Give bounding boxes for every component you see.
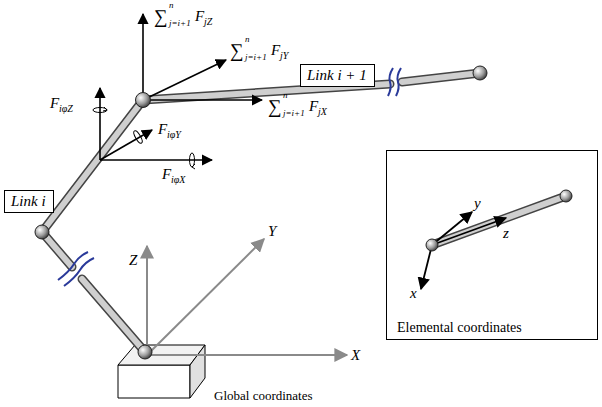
link-label-box: Link i + 1 bbox=[300, 64, 375, 87]
upper-limit: n bbox=[283, 91, 288, 100]
base-block bbox=[118, 345, 205, 398]
summation-sign: ∑ bbox=[230, 41, 244, 60]
moment-subscript: iφZ bbox=[59, 104, 73, 114]
lower-limit: j=i+1 bbox=[169, 19, 191, 28]
force-subscript: jY bbox=[280, 51, 288, 61]
elemental-axes bbox=[421, 212, 506, 289]
moment-symbol: F bbox=[158, 122, 167, 137]
moment-arrows bbox=[93, 88, 212, 169]
lower-limit: j=i+1 bbox=[283, 109, 305, 118]
upper-limit: n bbox=[245, 35, 250, 44]
global-axes bbox=[147, 239, 347, 355]
force-arrows bbox=[143, 14, 262, 100]
elemental-link bbox=[432, 196, 566, 245]
axis-label: y bbox=[474, 196, 481, 211]
force-subscript: jX bbox=[318, 107, 327, 117]
axis-label: Z bbox=[129, 253, 137, 268]
axis-label: x bbox=[410, 286, 417, 301]
axis-label: z bbox=[503, 226, 509, 241]
force-symbol: F bbox=[309, 99, 318, 114]
inset-caption: Elemental coordinates bbox=[397, 320, 587, 335]
axis-label: X bbox=[351, 348, 360, 363]
moment-symbol: F bbox=[50, 96, 59, 111]
summation-sign: ∑ bbox=[154, 7, 168, 26]
lower-limit: j=i+1 bbox=[245, 53, 267, 62]
axis-label: Y bbox=[268, 224, 276, 239]
inset-frame: Elemental coordinates bbox=[386, 150, 598, 340]
moment-symbol: F bbox=[162, 167, 171, 182]
break-mark bbox=[58, 68, 401, 286]
joint-sphere bbox=[35, 66, 487, 359]
joint-sphere bbox=[426, 190, 572, 251]
upper-limit: n bbox=[169, 1, 174, 10]
force-symbol: F bbox=[271, 43, 280, 58]
link-bars bbox=[42, 73, 480, 352]
force-symbol: F bbox=[195, 9, 204, 24]
moment-subscript: iφX bbox=[171, 175, 185, 185]
moment-subscript: iφY bbox=[167, 130, 181, 140]
force-subscript: jZ bbox=[204, 17, 212, 27]
summation-sign: ∑ bbox=[268, 97, 282, 116]
link-label-box: Link i bbox=[4, 190, 54, 213]
link-name: Link i + 1 bbox=[307, 67, 368, 84]
link-name: Link i bbox=[11, 193, 47, 210]
caption-label: Global coordinates bbox=[214, 389, 313, 402]
